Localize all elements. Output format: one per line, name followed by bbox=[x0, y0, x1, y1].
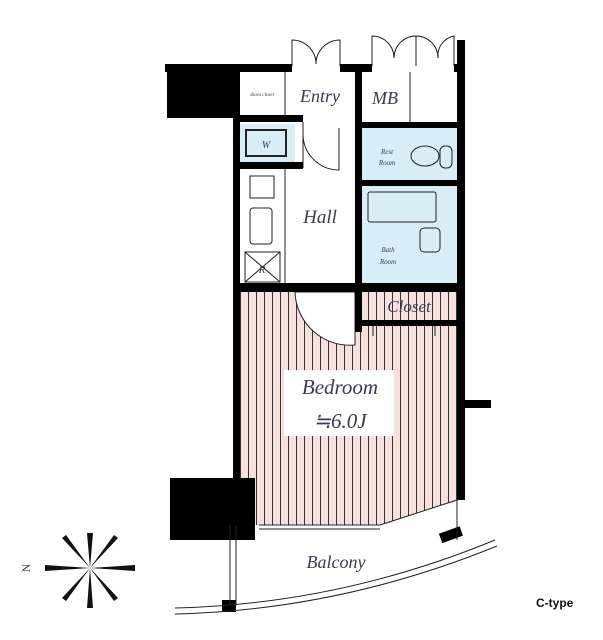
bedroom-door-swing bbox=[294, 291, 356, 346]
fridge-label: R bbox=[258, 264, 266, 276]
closet-label: Closet bbox=[387, 297, 432, 316]
rest-room-area bbox=[362, 128, 457, 180]
shoes-closet-label: shoes closet bbox=[250, 93, 275, 98]
washer-label: W bbox=[262, 140, 272, 151]
unit-type-label: C-type bbox=[536, 596, 574, 610]
bath-room-label-2: Room bbox=[379, 258, 396, 266]
bath-room-label: Bath bbox=[381, 246, 395, 254]
fixtures bbox=[174, 72, 498, 615]
hall-label: Hall bbox=[302, 207, 337, 228]
bedroom-size: ≒6.0J bbox=[313, 409, 368, 433]
rest-room-label-2: Room bbox=[378, 159, 395, 167]
bath-room-area bbox=[362, 186, 457, 283]
compass-icon bbox=[45, 533, 135, 608]
walls bbox=[165, 40, 491, 612]
entry-label: Entry bbox=[299, 86, 340, 106]
balcony-label: Balcony bbox=[307, 552, 366, 572]
rest-room-label: Rest bbox=[380, 148, 394, 156]
mb-label: MB bbox=[371, 88, 398, 108]
bedroom-label: Bedroom bbox=[302, 375, 378, 399]
entry-door bbox=[291, 35, 455, 66]
compass-north-label: N bbox=[19, 563, 33, 572]
